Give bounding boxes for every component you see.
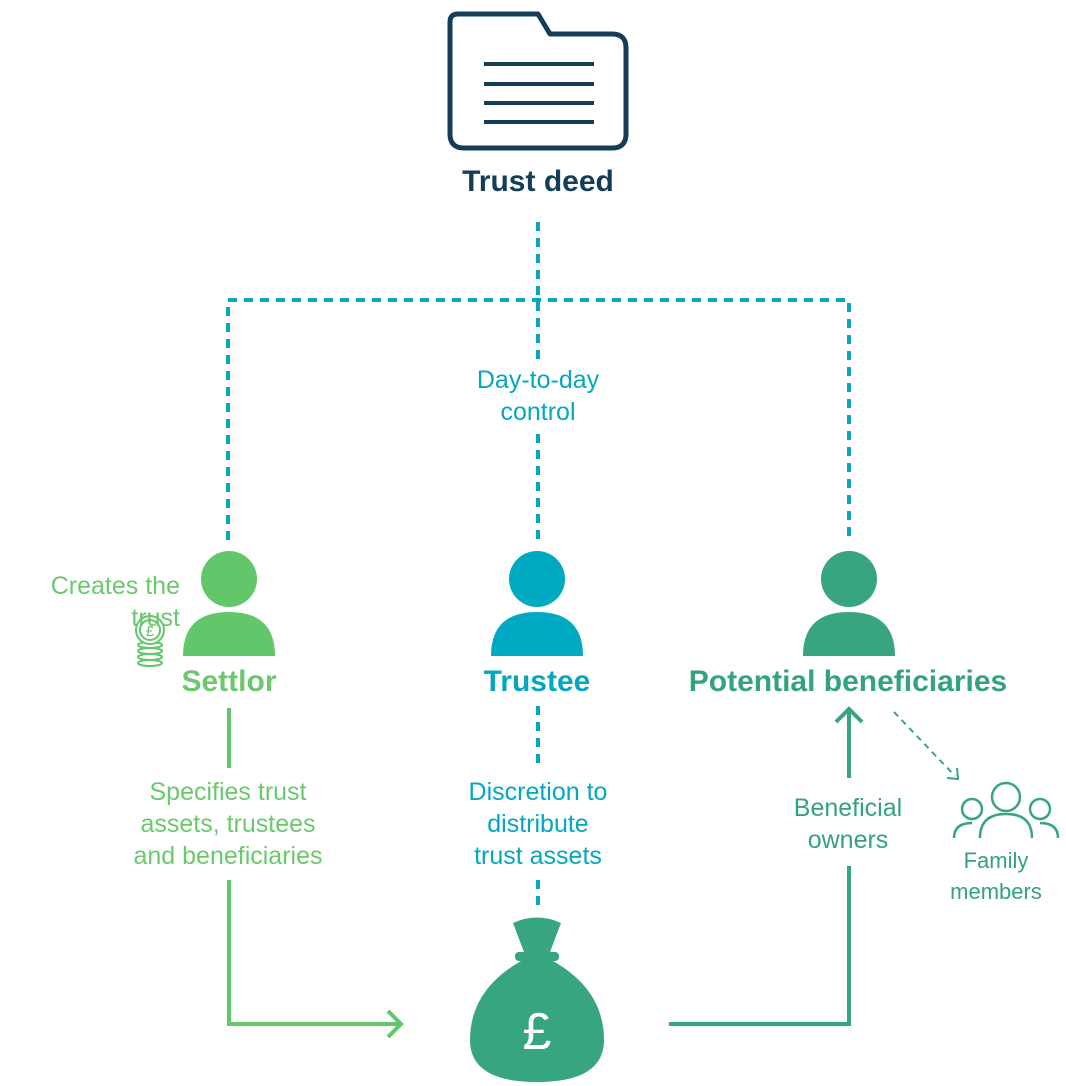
deed-links — [226, 222, 851, 912]
family-link-arrow — [893, 711, 960, 781]
money-bag-icon — [470, 917, 604, 1082]
assets-to-beneficiaries-line — [669, 706, 864, 1026]
beneficiaries-title: Potential beneficiaries — [688, 665, 1008, 698]
trustee-title: Trustee — [483, 665, 591, 698]
family-members-label: Family members — [950, 848, 1042, 904]
settlor-title: Settlor — [181, 665, 277, 698]
pound-coins-icon: £ — [135, 615, 165, 667]
group-people-icon — [952, 781, 1060, 839]
trust-deed-title: Trust deed — [462, 165, 614, 198]
specifies-label: Specifies trust assets, trustees and ben… — [133, 778, 323, 870]
beneficiaries-person-icon — [803, 551, 895, 656]
beneficial-owners-label: Beneficial owners — [793, 794, 903, 854]
creates-trust-label: Creates the trust — [50, 572, 180, 632]
trustee-person-icon — [491, 551, 583, 656]
settlor-person-icon — [183, 551, 275, 656]
settlor-to-assets-line — [227, 708, 404, 1039]
folder-document-icon — [447, 11, 629, 151]
pound-symbol: £ — [522, 1003, 552, 1061]
day-to-day-label: Day-to-day control — [476, 366, 600, 426]
svg-text:£: £ — [146, 623, 155, 640]
discretion-label: Discretion to distribute trust assets — [468, 778, 608, 870]
